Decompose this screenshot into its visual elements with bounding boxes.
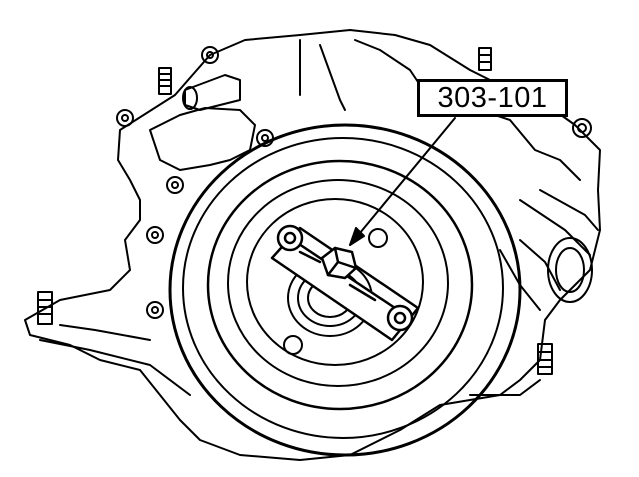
tool-callout-box: 303-101 [417, 79, 568, 117]
outlet-pipe [519, 199, 593, 303]
leader-arrow [349, 117, 456, 246]
sensor-tube [182, 74, 241, 111]
pulley-holes [283, 228, 388, 355]
tool-callout-label: 303-101 [437, 81, 548, 114]
bolts [37, 46, 592, 375]
special-tool [270, 224, 420, 342]
crankshaft-pulley [168, 123, 522, 457]
